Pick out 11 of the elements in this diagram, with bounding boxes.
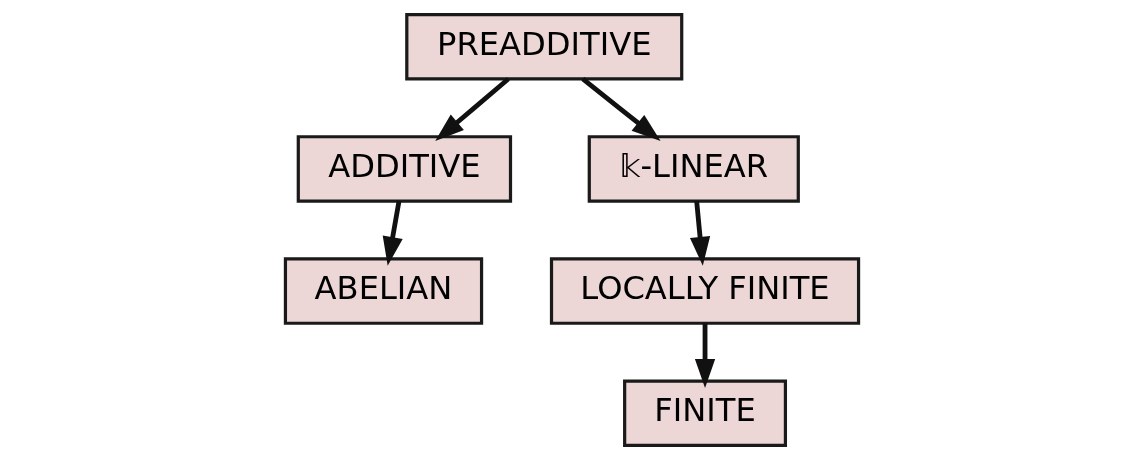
node-box: ABELIAN [283, 257, 483, 325]
node-box: PREADDITIVE [404, 12, 683, 81]
node-box: ADDITIVE [296, 135, 512, 203]
node-box: LOCALLY FINITE [549, 257, 860, 325]
arrow [694, 323, 715, 388]
arrow [689, 200, 710, 266]
node-box: 𝕜-LINEAR [587, 135, 800, 203]
arrow [434, 77, 510, 142]
arrow [580, 77, 661, 141]
arrow [382, 200, 403, 266]
node-box: FINITE [622, 379, 787, 448]
